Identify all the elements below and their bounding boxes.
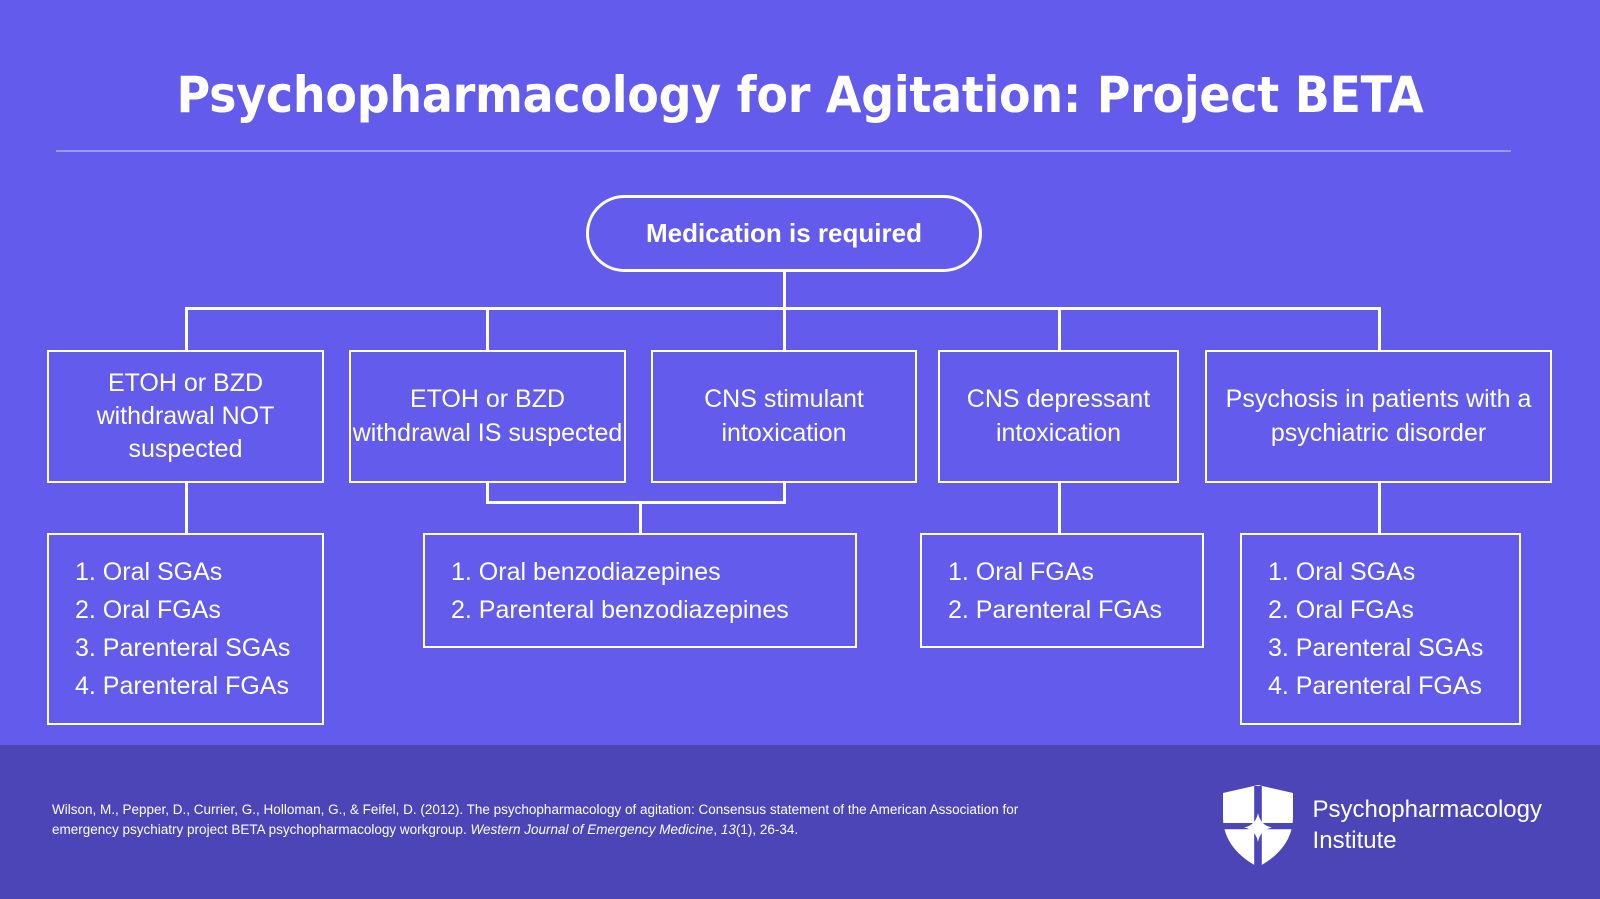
connector-branch-3-down xyxy=(783,483,786,503)
citation-volume-sep: , xyxy=(713,821,721,837)
flow-node-root-label: Medication is required xyxy=(646,218,922,249)
connector-branch-4-to-treatment xyxy=(1058,483,1061,533)
connector-branch-1-to-treatment xyxy=(185,483,188,533)
flow-node-branch-1[interactable]: ETOH or BZD withdrawal NOT suspected xyxy=(47,350,324,483)
flow-node-root[interactable]: Medication is required xyxy=(586,195,982,272)
list-item: 1. Oral benzodiazepines xyxy=(451,557,721,586)
citation-line-2-post: (1), 26-34. xyxy=(735,821,799,837)
connector-branch-2-down xyxy=(486,483,489,503)
flow-node-branch-4[interactable]: CNS depressant intoxication xyxy=(938,350,1179,483)
list-item: 2. Oral FGAs xyxy=(75,596,221,624)
list-item: 2. Parenteral FGAs xyxy=(948,595,1162,624)
citation-journal: Western Journal of Emergency Medicine xyxy=(470,821,714,837)
treatment-1-list: 1. Oral SGAs 2. Oral FGAs 3. Parenteral … xyxy=(49,553,290,705)
connector-merge-to-treatment-2 xyxy=(639,501,642,533)
flow-node-branch-2-label: ETOH or BZD withdrawal IS suspected xyxy=(352,385,623,447)
connector-branch-5-to-treatment xyxy=(1378,483,1381,533)
list-item: 1. Oral FGAs xyxy=(948,557,1094,586)
list-item: 4. Parenteral FGAs xyxy=(1268,672,1482,700)
flow-node-branch-5-label: Psychosis in patients with a psychiatric… xyxy=(1225,385,1532,447)
connector-root-stem xyxy=(783,272,786,308)
connector-merge-bracket xyxy=(486,501,786,504)
citation-volume: 13 xyxy=(720,821,736,837)
connector-bus-horizontal xyxy=(185,307,1378,310)
flow-node-branch-4-label: CNS depressant intoxication xyxy=(966,385,1151,447)
page-title: Psychopharmacology for Agitation: Projec… xyxy=(176,66,1424,124)
connector-drop-branch-1 xyxy=(185,307,188,351)
flow-node-branch-2[interactable]: ETOH or BZD withdrawal IS suspected xyxy=(349,350,626,483)
brand-name-line-1: Psychopharmacology xyxy=(1312,796,1542,824)
citation-text: Wilson, M., Pepper, D., Currier, G., Hol… xyxy=(52,800,1042,840)
connector-drop-branch-4 xyxy=(1058,307,1061,351)
connector-drop-branch-3 xyxy=(783,307,786,351)
flow-node-branch-3-label: CNS stimulant intoxication xyxy=(704,385,864,447)
list-item: 4. Parenteral FGAs xyxy=(75,672,289,700)
brand-lockup: Psychopharmacology Institute xyxy=(1221,783,1542,869)
shield-icon xyxy=(1221,785,1294,869)
flow-node-branch-5[interactable]: Psychosis in patients with a psychiatric… xyxy=(1205,350,1552,483)
list-item: 1. Oral SGAs xyxy=(75,558,223,586)
list-item: 3. Parenteral SGAs xyxy=(1268,634,1484,662)
title-divider xyxy=(56,150,1511,152)
treatment-4-list: 1. Oral SGAs 2. Oral FGAs 3. Parenteral … xyxy=(1242,553,1483,705)
citation-line-2-pre: Association for emergency psychiatry pro… xyxy=(52,802,1019,837)
flow-node-treatment-3[interactable]: 1. Oral FGAs 2. Parenteral FGAs xyxy=(920,533,1204,648)
treatment-3-list: 1. Oral FGAs 2. Parenteral FGAs xyxy=(922,553,1162,629)
flow-node-treatment-2[interactable]: 1. Oral benzodiazepines 2. Parenteral be… xyxy=(423,533,857,648)
list-item: 1. Oral SGAs xyxy=(1268,558,1416,586)
flow-node-branch-3[interactable]: CNS stimulant intoxication xyxy=(651,350,917,483)
brand-name: Psychopharmacology Institute xyxy=(1313,795,1542,856)
list-item: 3. Parenteral SGAs xyxy=(75,634,291,662)
footer-bar: Wilson, M., Pepper, D., Currier, G., Hol… xyxy=(0,745,1600,899)
treatment-2-list: 1. Oral benzodiazepines 2. Parenteral be… xyxy=(425,553,789,629)
flow-node-treatment-1[interactable]: 1. Oral SGAs 2. Oral FGAs 3. Parenteral … xyxy=(47,533,324,725)
connector-drop-branch-2 xyxy=(486,307,489,351)
flow-node-treatment-4[interactable]: 1. Oral SGAs 2. Oral FGAs 3. Parenteral … xyxy=(1240,533,1521,725)
list-item: 2. Parenteral benzodiazepines xyxy=(451,595,789,624)
flow-node-branch-1-label: ETOH or BZD withdrawal NOT suspected xyxy=(96,368,275,464)
list-item: 2. Oral FGAs xyxy=(1268,596,1414,624)
brand-name-line-2: Institute xyxy=(1312,827,1397,854)
connector-drop-branch-5 xyxy=(1378,307,1381,351)
citation-line-1: Wilson, M., Pepper, D., Currier, G., Hol… xyxy=(52,802,927,817)
